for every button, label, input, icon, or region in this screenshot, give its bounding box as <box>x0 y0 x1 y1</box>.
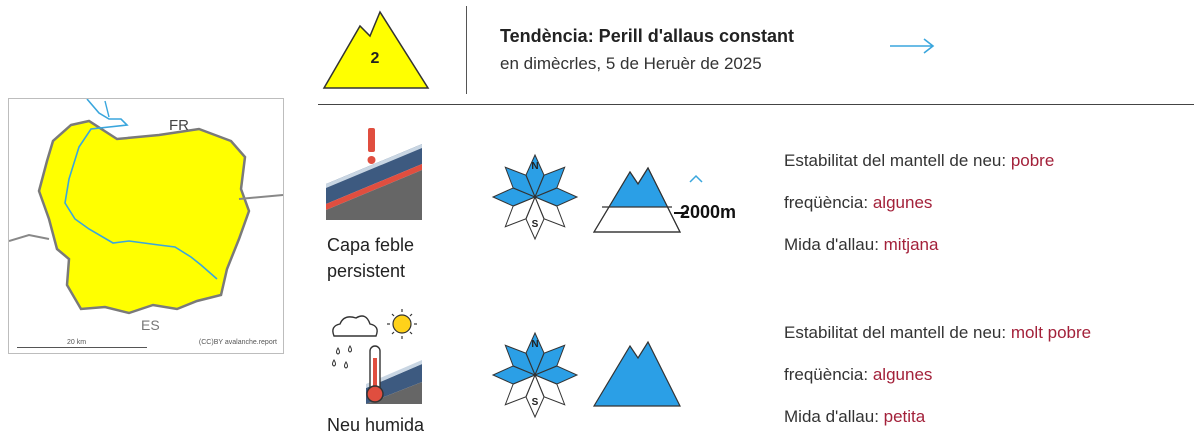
stability-value: pobre <box>1010 151 1055 170</box>
stability-label: Estabilitat del mantell de neu: <box>784 323 1011 342</box>
map-credit: (CC)BY avalanche.report <box>198 339 277 346</box>
header-divider <box>466 6 467 94</box>
header-separator <box>318 104 1194 105</box>
elevation-mountain-icon <box>592 340 681 407</box>
region-area <box>37 119 251 315</box>
frequency-line: freqüència: algunes <box>784 182 1054 224</box>
map-label-es: ES <box>141 317 160 333</box>
frequency-label: freqüència: <box>784 365 873 384</box>
stability-label: Estabilitat del mantell de neu: <box>784 151 1011 170</box>
river-north <box>104 100 110 118</box>
elevation-mountain-icon <box>592 166 681 233</box>
tendency-title: Tendència: Perill d'allaus constant <box>500 26 795 46</box>
problem-info: Estabilitat del mantell de neu: molt pob… <box>784 312 1091 438</box>
size-label: Mida d'allau: <box>784 235 884 254</box>
neighbor-border-east <box>238 194 283 200</box>
size-value: petita <box>883 407 926 426</box>
persistent-weak-layer-icon <box>326 128 422 220</box>
mountain-danger-icon <box>322 10 430 89</box>
size-line: Mida d'allau: petita <box>784 396 1091 438</box>
frequency-value: algunes <box>872 365 933 384</box>
tendency-date: en dimècrles, 5 de Heruèr de 2025 <box>500 54 762 73</box>
elevation-tick <box>674 212 688 214</box>
aspect-petal-nw <box>504 344 536 376</box>
map-scale-label: 20 km <box>67 339 87 346</box>
aspect-label-south: S <box>532 397 539 408</box>
aspect-label-north: N <box>531 339 538 350</box>
aspect-rose-icon: NS <box>491 331 579 419</box>
problem-name: Neu humida <box>327 415 425 435</box>
arrow-right-icon <box>890 38 935 54</box>
size-line: Mida d'allau: mitjana <box>784 224 1054 266</box>
river <box>64 99 218 280</box>
frequency-line: freqüència: algunes <box>784 354 1091 396</box>
danger-mountain-shape <box>322 10 430 89</box>
stability-line: Estabilitat del mantell de neu: pobre <box>784 140 1054 182</box>
chevron-up-icon <box>689 174 703 183</box>
problem-info: Estabilitat del mantell de neu: pobre fr… <box>784 140 1054 266</box>
aspect-label-south: S <box>532 219 539 230</box>
stability-value: molt pobre <box>1010 323 1092 342</box>
aspect-petal-nw <box>504 166 536 198</box>
size-label: Mida d'allau: <box>784 407 884 426</box>
elevation-label: 2000m <box>680 202 737 222</box>
wet-snow-icon <box>332 309 422 404</box>
size-value: mitjana <box>883 235 939 254</box>
frequency-value: algunes <box>872 193 933 212</box>
region-map: FR ES 20 km (CC)BY avalanche.report <box>8 98 284 354</box>
stability-line: Estabilitat del mantell de neu: molt pob… <box>784 312 1091 354</box>
map-label-fr: FR <box>169 117 189 134</box>
map-scale-bar <box>17 347 147 348</box>
aspect-label-north: N <box>531 161 538 172</box>
region-map-graphic <box>9 99 283 315</box>
frequency-label: freqüència: <box>784 193 873 212</box>
aspect-rose-icon: NS <box>491 153 579 241</box>
danger-level: 2 <box>370 50 380 67</box>
problem-name: Capa feble persistent <box>327 235 415 281</box>
neighbor-border <box>9 233 50 242</box>
